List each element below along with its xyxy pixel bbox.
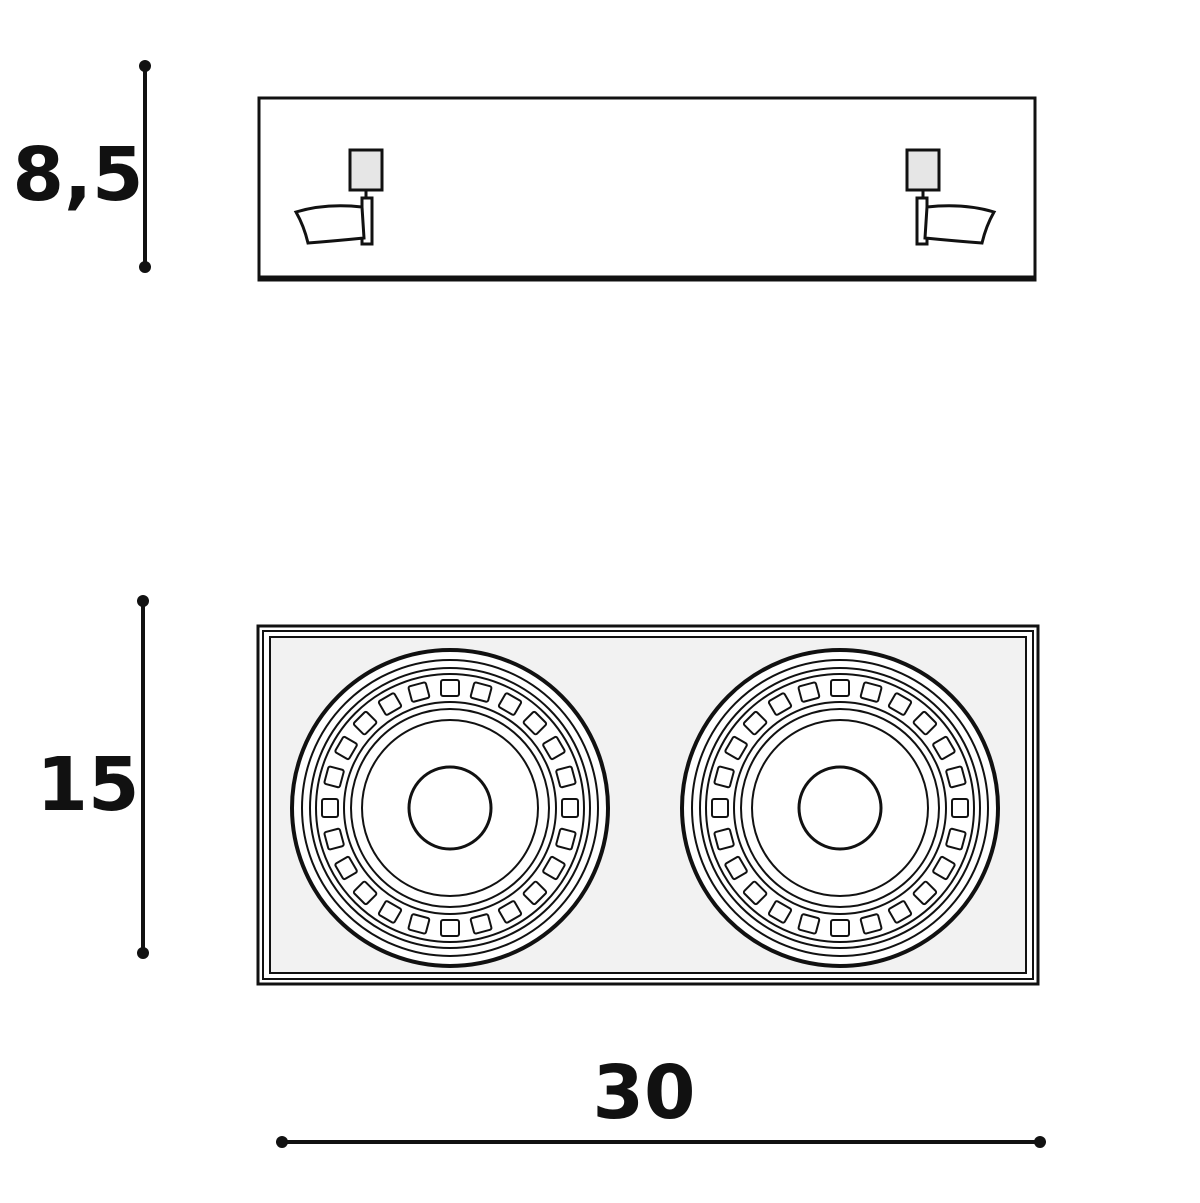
lamp-cell <box>887 900 913 924</box>
side-view-fixture-right <box>905 148 997 246</box>
lamp-cell <box>555 765 577 789</box>
lamp-cell <box>767 900 793 924</box>
lamp-cell <box>859 681 883 703</box>
lamp-cell <box>912 880 938 906</box>
lamp-cell <box>724 735 748 761</box>
lamp-cell <box>713 827 735 851</box>
lamp-cell <box>951 798 969 818</box>
lamp-cell <box>797 681 821 703</box>
lamp-rim-ring <box>301 659 599 957</box>
lamp-reflector-ring <box>350 708 550 908</box>
lamp-cell <box>323 765 345 789</box>
lamp-cell <box>561 798 579 818</box>
width-dimension-end-right <box>1034 1136 1046 1148</box>
width-dimension: 30 <box>276 1050 1046 1148</box>
lamp-cell <box>542 855 566 881</box>
fixture-mount-right <box>905 148 941 192</box>
lamp-cell-ring-outer <box>705 673 975 943</box>
lamp-rim-ring <box>309 667 591 949</box>
lamp-cell <box>440 919 460 937</box>
lamp-cell <box>323 827 345 851</box>
lamp-center-lens <box>407 765 493 851</box>
lamp-cell <box>522 710 548 736</box>
lamp-cell <box>469 913 493 935</box>
fixture-mount-left <box>348 148 384 192</box>
lamp-cell <box>742 880 768 906</box>
lamp-left <box>290 648 610 968</box>
depth-dimension-end-bottom <box>137 947 149 959</box>
lamp-cell <box>469 681 493 703</box>
lamp-cell <box>334 855 358 881</box>
fixture-lamp-left <box>293 204 366 245</box>
lamp-right <box>680 648 1000 968</box>
lamp-cell <box>407 913 431 935</box>
lamp-cell <box>377 692 403 716</box>
lamp-cell <box>945 765 967 789</box>
lamp-cell <box>767 692 793 716</box>
width-dimension-label: 30 <box>593 1050 696 1136</box>
lamp-cell <box>932 735 956 761</box>
height-dimension-end-bottom <box>139 261 151 273</box>
lamp-cell <box>945 827 967 851</box>
width-dimension-end-left <box>276 1136 288 1148</box>
lamp-cell <box>797 913 821 935</box>
lamp-rim-ring <box>699 667 981 949</box>
fixture-lamp-right <box>923 204 997 245</box>
lamp-cell <box>542 735 566 761</box>
lamp-cell-ring-outer <box>315 673 585 943</box>
lamp-cell <box>522 880 548 906</box>
depth-dimension: 15 <box>37 595 149 959</box>
lamp-cell <box>932 855 956 881</box>
lamp-cell <box>352 710 378 736</box>
side-view <box>257 96 1037 282</box>
height-dimension: 8,5 <box>12 60 151 273</box>
height-dimension-end-top <box>139 60 151 72</box>
lamp-cell <box>724 855 748 881</box>
lamp-center-lens <box>797 765 883 851</box>
lamp-cell <box>352 880 378 906</box>
lamp-cell-ring-inner <box>733 701 947 915</box>
lamp-cell <box>555 827 577 851</box>
lamp-cell <box>887 692 913 716</box>
depth-dimension-end-top <box>137 595 149 607</box>
lamp-cell <box>321 798 339 818</box>
lamp-cell <box>912 710 938 736</box>
lamp-cell <box>742 710 768 736</box>
depth-dimension-label: 15 <box>37 742 140 828</box>
lamp-cell <box>440 679 460 697</box>
lamp-cell <box>859 913 883 935</box>
lamp-reflector-ring <box>740 708 940 908</box>
side-view-fixture-left <box>293 148 384 246</box>
lamp-cell <box>711 798 729 818</box>
lamp-cell <box>497 900 523 924</box>
lamp-cell <box>830 679 850 697</box>
lamp-cell <box>497 692 523 716</box>
lamp-cell <box>830 919 850 937</box>
top-view <box>256 624 1040 986</box>
lamp-cell <box>713 765 735 789</box>
lamp-cell-ring-inner <box>343 701 557 915</box>
lamp-cell <box>407 681 431 703</box>
lamp-cell <box>377 900 403 924</box>
lamp-cell <box>334 735 358 761</box>
lamp-rim-ring <box>691 659 989 957</box>
height-dimension-label: 8,5 <box>12 132 143 218</box>
